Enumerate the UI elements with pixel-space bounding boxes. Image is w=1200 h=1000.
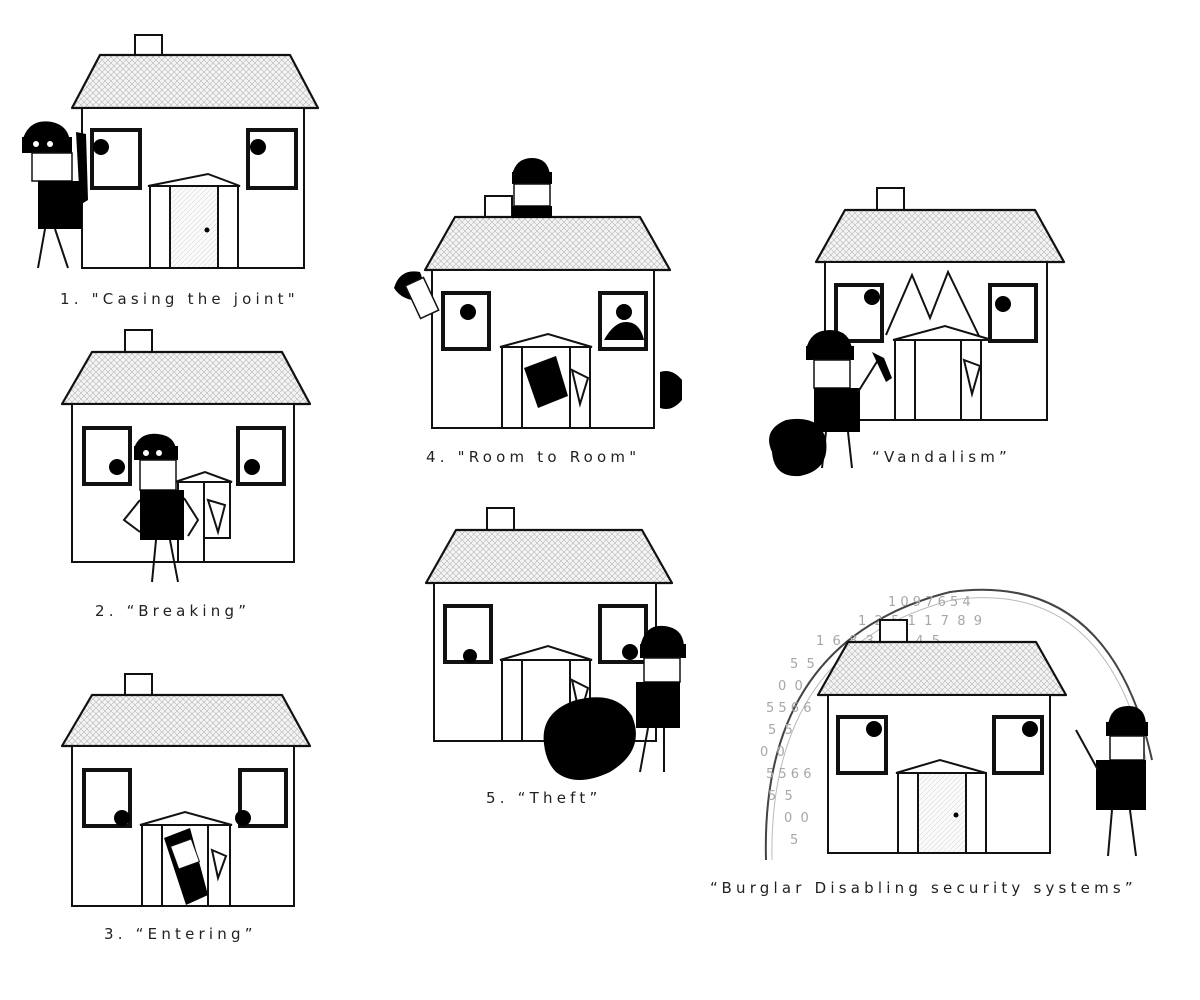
panel-entering: 3. “Entering” — [60, 673, 312, 943]
house-icon — [60, 673, 312, 907]
house-icon — [816, 619, 1068, 854]
burglar-icon — [394, 271, 440, 320]
caption-casing: 1. "Casing the joint" — [60, 290, 299, 308]
burglar-icon — [1075, 706, 1148, 857]
house-icon — [70, 34, 320, 269]
crowbar-icon — [872, 352, 892, 382]
panel-theft: 5. “Theft” — [424, 507, 686, 807]
caption-room-to-room: 4. "Room to Room" — [426, 448, 640, 466]
house-icon — [424, 507, 674, 742]
burglar-icon — [22, 121, 88, 269]
panel-breaking: 2. “Breaking” — [60, 329, 312, 620]
security-digit-row: 0 0 — [760, 745, 785, 760]
house-icon — [60, 329, 312, 563]
panel-casing: 1. "Casing the joint" — [22, 34, 320, 308]
caption-entering: 3. “Entering” — [104, 925, 257, 943]
burglar-icon — [512, 158, 552, 218]
caption-theft: 5. “Theft” — [486, 789, 601, 807]
panel-security: 1 0 9 7 6 5 41 2 5 1 1 7 8 91 6 8 3 2 3 … — [710, 588, 1153, 897]
security-digit-row: 1 0 9 7 6 5 4 — [888, 595, 971, 610]
burglar-icon — [122, 433, 200, 583]
burglar-icon — [543, 625, 686, 780]
house-icon — [423, 195, 672, 429]
caption-vandalism: “Vandalism” — [872, 448, 1011, 466]
loot-bag-icon — [543, 697, 636, 780]
caption-breaking: 2. “Breaking” — [95, 602, 250, 620]
security-dome — [764, 588, 1153, 861]
burglar-icon — [769, 330, 892, 477]
panel-vandalism: “Vandalism” — [769, 187, 1066, 477]
security-digit-row: 1 2 5 1 1 7 8 9 — [858, 614, 982, 629]
loot-bag-icon — [769, 418, 827, 477]
house-icon — [814, 187, 1066, 421]
burglar-icon — [660, 371, 682, 409]
panel-room-to-room: 4. "Room to Room" — [394, 158, 682, 466]
caption-security: “Burglar Disabling security systems” — [710, 879, 1137, 897]
